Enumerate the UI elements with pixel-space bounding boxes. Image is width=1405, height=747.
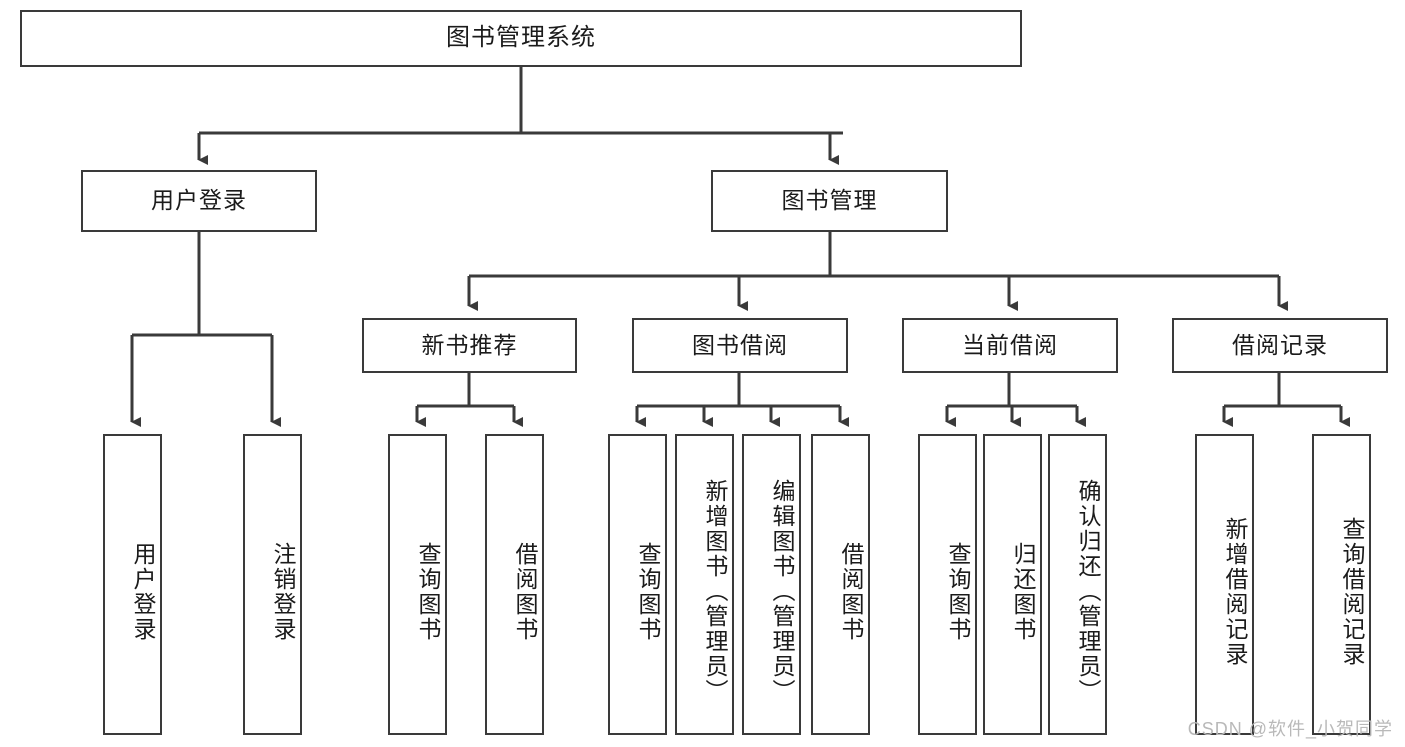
node-root-system[interactable]: 图书管理系统 xyxy=(20,10,1022,67)
leaf-user-login-signin[interactable]: 用户登录 xyxy=(103,434,162,735)
leaf-new-book-query[interactable]: 查询图书 xyxy=(388,434,447,735)
node-borrow-record[interactable]: 借阅记录 xyxy=(1172,318,1388,373)
leaf-label: 借阅图书 xyxy=(838,541,864,642)
leaf-new-book-borrow[interactable]: 借阅图书 xyxy=(485,434,544,735)
leaf-record-add[interactable]: 新增借阅记录 xyxy=(1195,434,1254,735)
leaf-record-query[interactable]: 查询借阅记录 xyxy=(1312,434,1371,735)
leaf-current-return-book[interactable]: 归还图书 xyxy=(983,434,1042,735)
leaf-current-confirm-return-admin[interactable]: 确认归还（管理员） xyxy=(1048,434,1107,735)
leaf-label: 查询借阅记录 xyxy=(1339,516,1365,667)
leaf-label: 注销登录 xyxy=(270,541,296,642)
leaf-label: 编辑图书（管理员） xyxy=(769,479,795,704)
leaf-label: 查询图书 xyxy=(945,541,971,642)
leaf-label: 新增借阅记录 xyxy=(1222,516,1248,667)
leaf-current-query-book[interactable]: 查询图书 xyxy=(918,434,977,735)
node-book-borrow[interactable]: 图书借阅 xyxy=(632,318,848,373)
node-current-borrow[interactable]: 当前借阅 xyxy=(902,318,1118,373)
leaf-borrow-query-book[interactable]: 查询图书 xyxy=(608,434,667,735)
node-book-management[interactable]: 图书管理 xyxy=(711,170,948,232)
leaf-label: 查询图书 xyxy=(635,541,661,642)
leaf-label: 借阅图书 xyxy=(512,541,538,642)
node-user-login[interactable]: 用户登录 xyxy=(81,170,317,232)
leaf-label: 新增图书（管理员） xyxy=(702,479,728,704)
leaf-label: 确认归还（管理员） xyxy=(1075,479,1101,704)
leaf-label: 用户登录 xyxy=(130,541,156,642)
leaf-borrow-add-book-admin[interactable]: 新增图书（管理员） xyxy=(675,434,734,735)
watermark-csdn: CSDN @软件_小贺同学 xyxy=(1187,719,1393,739)
leaf-label: 查询图书 xyxy=(415,541,441,642)
leaf-label: 归还图书 xyxy=(1010,541,1036,642)
node-new-book-recommendation[interactable]: 新书推荐 xyxy=(362,318,577,373)
leaf-user-login-signout[interactable]: 注销登录 xyxy=(243,434,302,735)
leaf-borrow-borrow-book[interactable]: 借阅图书 xyxy=(811,434,870,735)
leaf-borrow-edit-book-admin[interactable]: 编辑图书（管理员） xyxy=(742,434,801,735)
